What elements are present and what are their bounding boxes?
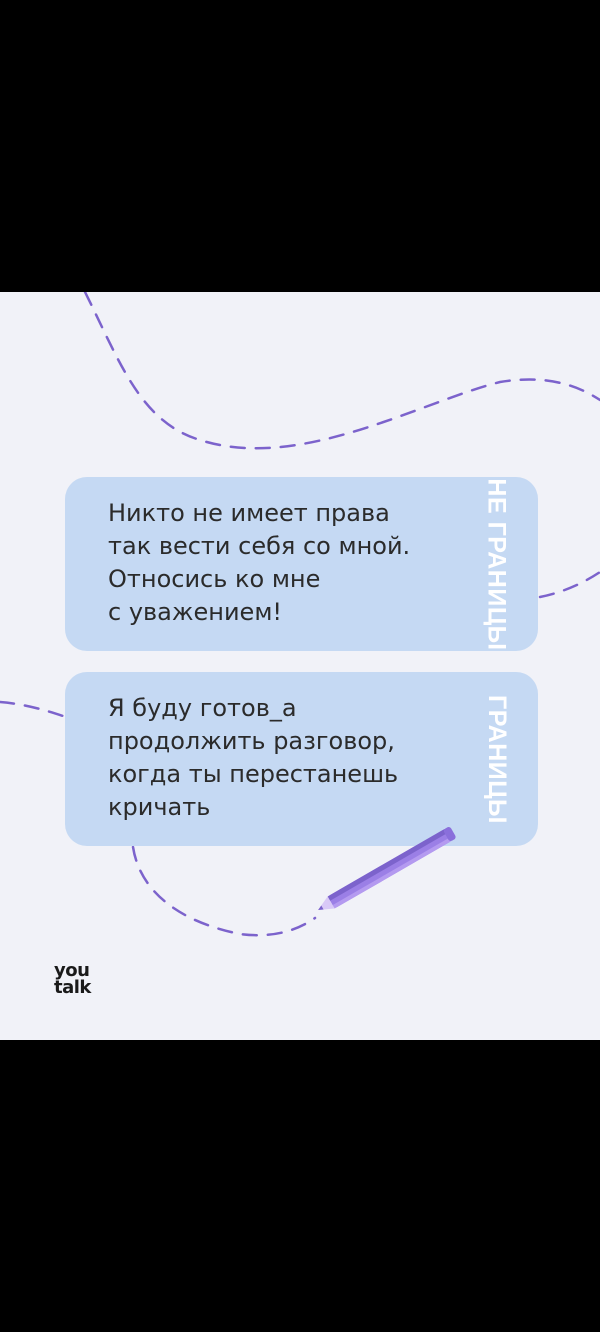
youtalk-logo: you talk xyxy=(54,960,91,998)
dashed-path-decoration xyxy=(0,292,600,937)
bottom-black-bar xyxy=(0,1040,600,1332)
top-black-bar xyxy=(0,0,600,292)
card-not-boundaries-text: Никто не имеет права так вести себя со м… xyxy=(108,499,411,626)
logo-line-you: you xyxy=(54,960,90,981)
card-boundaries: Я буду готов_а продолжить разговор, когд… xyxy=(65,672,538,846)
card-not-boundaries: Никто не имеет права так вести себя со м… xyxy=(65,477,538,651)
logo-line-talk: talk xyxy=(54,977,91,998)
slide: Никто не имеет права так вести себя со м… xyxy=(0,292,600,1040)
card-boundaries-text: Я буду готов_а продолжить разговор, когд… xyxy=(108,694,399,821)
pencil-icon xyxy=(318,827,456,910)
